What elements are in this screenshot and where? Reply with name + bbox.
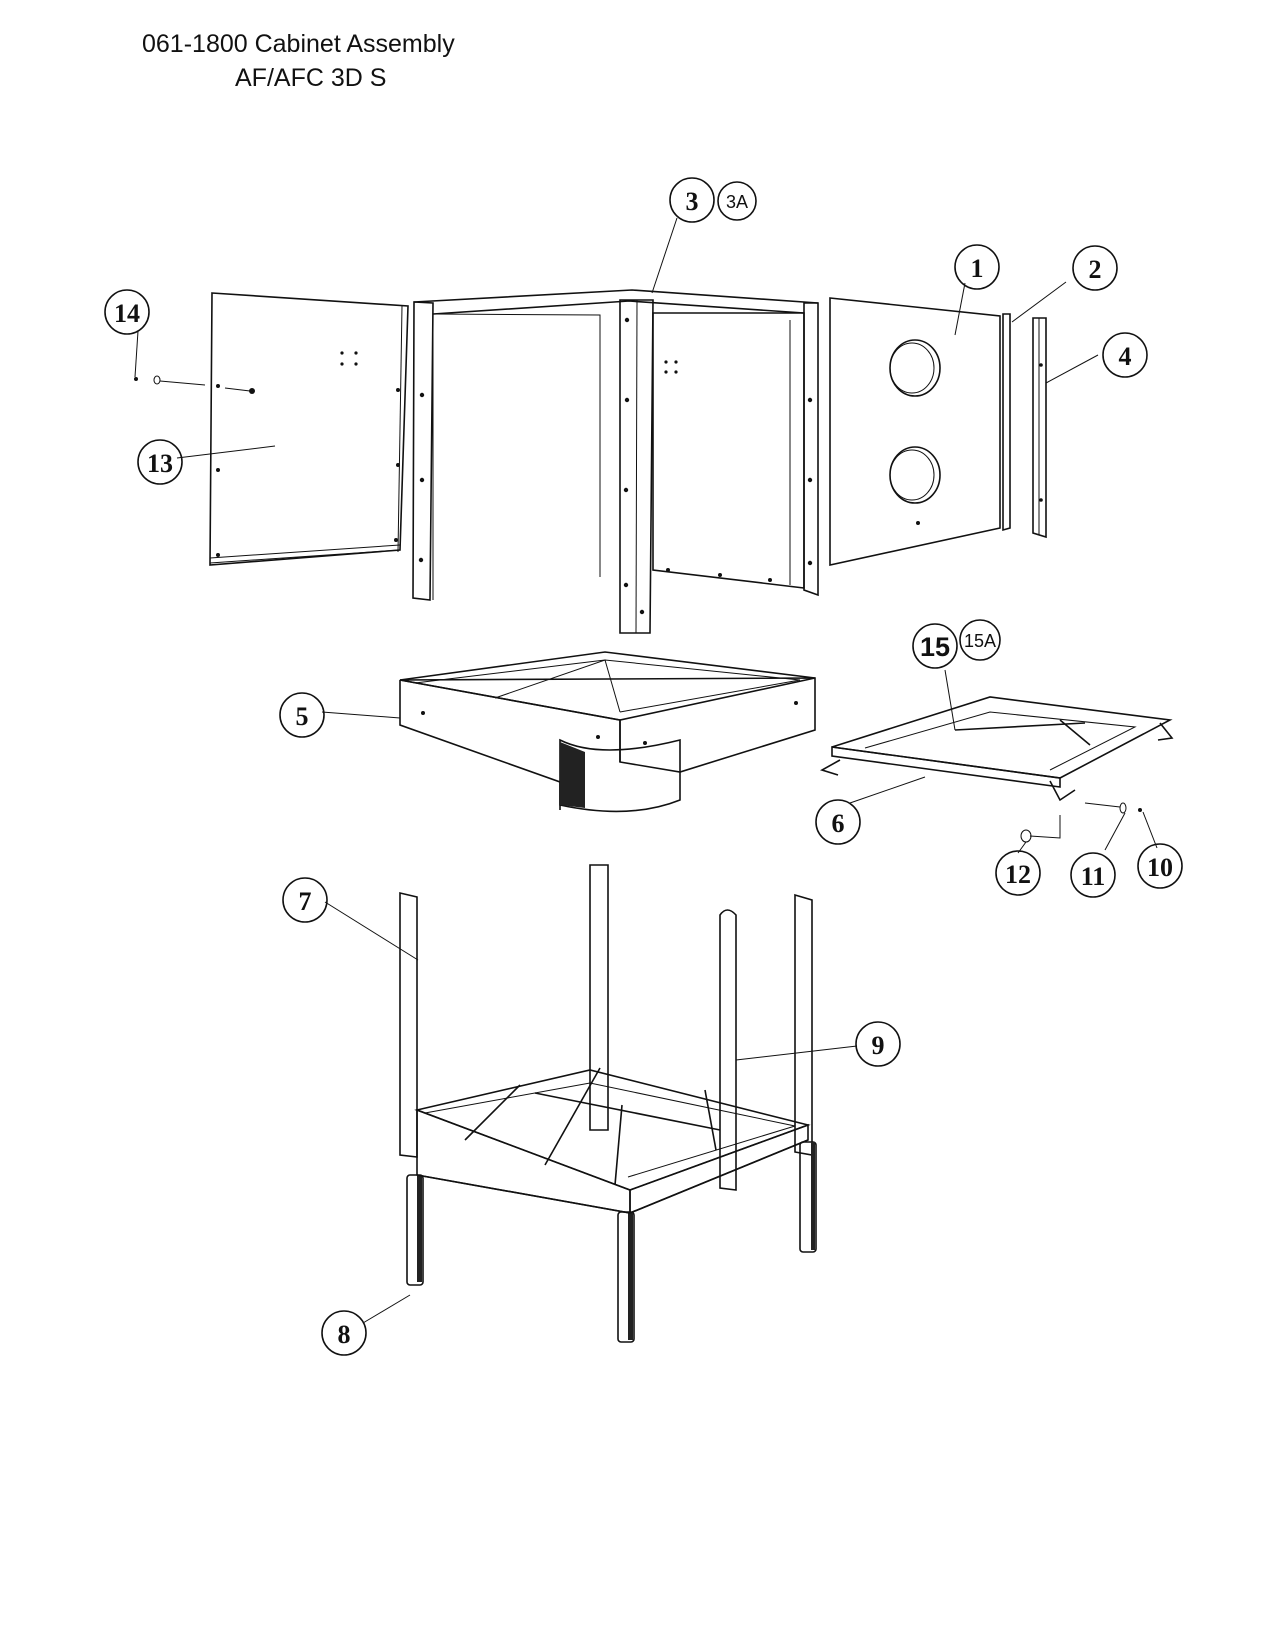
back-panel-1 [829, 297, 1001, 566]
callout-3a-text: 3A [726, 192, 748, 212]
cabinet-frame-3 [412, 289, 819, 634]
callout-13-text: 13 [147, 449, 173, 478]
callout-12: 12 [995, 850, 1041, 896]
callout-10: 10 [1137, 843, 1183, 889]
callout-14: 14 [104, 289, 150, 335]
support-frame-15 [819, 696, 1174, 843]
callout-15a-text: 15A [964, 631, 996, 651]
base-stand [399, 864, 817, 1343]
gasket-strip-2 [1002, 313, 1011, 532]
fastener-14 [134, 375, 251, 392]
callout-15-text: 15 [920, 632, 950, 662]
callout-10-text: 10 [1147, 853, 1173, 882]
callout-11: 11 [1070, 852, 1116, 898]
callout-12-text: 12 [1005, 860, 1031, 889]
callout-1-text: 1 [971, 254, 984, 283]
leader-lines [134, 217, 1158, 1324]
callout-2: 2 [1072, 245, 1118, 291]
callout-4-text: 4 [1119, 342, 1132, 371]
callout-3a: 3A [717, 181, 757, 221]
callout-3-text: 3 [686, 187, 699, 216]
callout-3: 3 [669, 177, 715, 223]
callout-8: 8 [321, 1310, 367, 1356]
trim-angle-4 [1032, 317, 1047, 539]
callout-15a: 15A [959, 619, 1001, 661]
callout-8-text: 8 [338, 1320, 351, 1349]
callout-15: 15 [912, 623, 958, 669]
side-panel-13 [209, 292, 409, 566]
callout-bubbles: 3 3A 1 2 4 14 13 5 [104, 177, 1183, 1356]
callout-1: 1 [954, 244, 1000, 290]
diagram-title: 061-1800 Cabinet Assembly [142, 30, 455, 58]
callout-6-text: 6 [832, 809, 845, 838]
callout-14-text: 14 [114, 299, 140, 328]
callout-4: 4 [1102, 332, 1148, 378]
callout-6: 6 [815, 799, 861, 845]
hopper-5 [399, 651, 816, 813]
callout-11-text: 11 [1081, 862, 1106, 891]
callout-9-text: 9 [872, 1031, 885, 1060]
callout-5: 5 [279, 692, 325, 738]
callout-5-text: 5 [296, 702, 309, 731]
callout-7: 7 [282, 877, 328, 923]
callout-13: 13 [137, 439, 183, 485]
callout-9: 9 [855, 1021, 901, 1067]
callout-2-text: 2 [1089, 255, 1102, 284]
callout-7-text: 7 [299, 887, 312, 916]
diagram-subtitle: AF/AFC 3D S [235, 64, 387, 92]
